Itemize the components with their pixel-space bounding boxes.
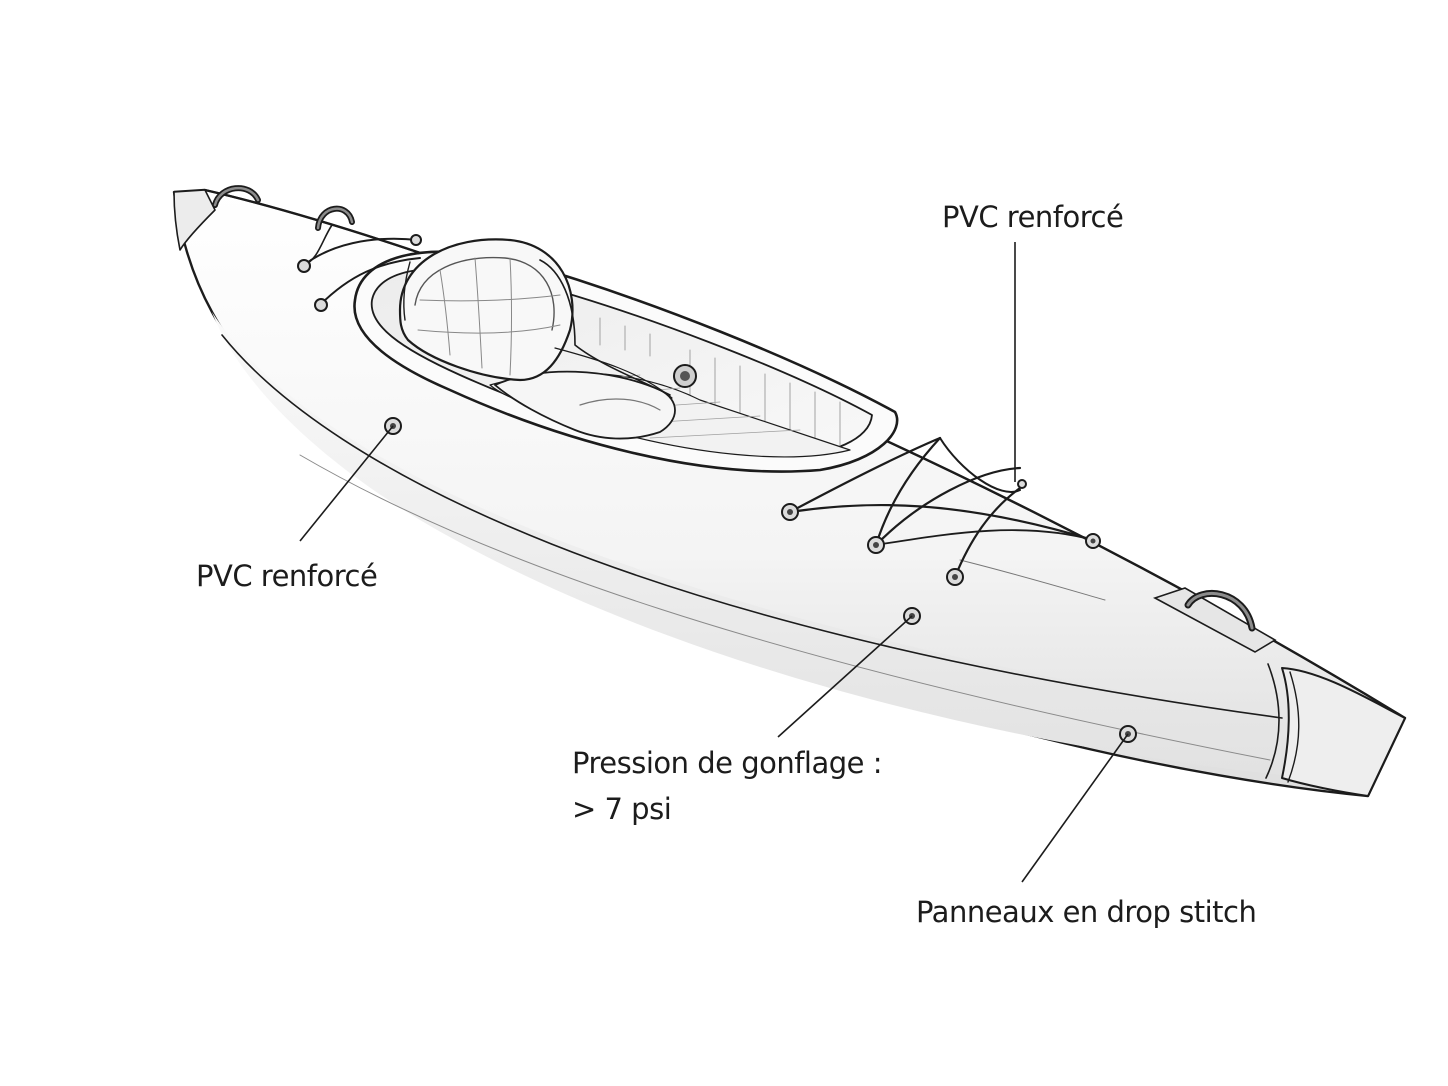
kayak-hull [172, 188, 1407, 798]
hull-outline [172, 188, 1407, 798]
callout-text-line2: > 7 psi [572, 792, 672, 826]
callout-pvc-top: PVC renforcé [942, 194, 1124, 240]
hull-bottom-seam [299, 454, 1271, 761]
hull-seam [221, 334, 1283, 719]
seat-cushion [494, 370, 676, 440]
grommet-icon [1017, 479, 1027, 489]
rear-deck-crease [959, 559, 1106, 601]
callout-text: PVC renforcé [942, 200, 1124, 234]
stern-band-2 [1287, 671, 1300, 783]
stern-band [1265, 663, 1280, 779]
stern-cap [1281, 667, 1406, 797]
bow-cap [173, 189, 216, 251]
seat-backrest [398, 238, 574, 382]
leader-pression [777, 615, 913, 738]
callout-text-line1: Pression de gonflage : [572, 746, 883, 780]
leader-pvc-left [299, 425, 394, 542]
callout-pression: Pression de gonflage : > 7 psi [572, 740, 883, 832]
grommet-icon [297, 259, 311, 273]
callout-pvc-left: PVC renforcé [196, 553, 378, 599]
callout-panneaux: Panneaux en drop stitch [916, 889, 1257, 935]
callout-text: PVC renforcé [196, 559, 378, 593]
hull-lower-tube [212, 312, 1282, 775]
grommet-icon [314, 298, 328, 312]
handles [212, 185, 1277, 653]
leader-lines [299, 242, 1129, 883]
grommet-icon [410, 234, 422, 246]
leader-panneaux [1021, 733, 1129, 883]
seat [398, 238, 676, 440]
callout-text: Panneaux en drop stitch [916, 895, 1257, 929]
seat-quilting [417, 257, 561, 376]
bungee-cords [303, 224, 1095, 579]
